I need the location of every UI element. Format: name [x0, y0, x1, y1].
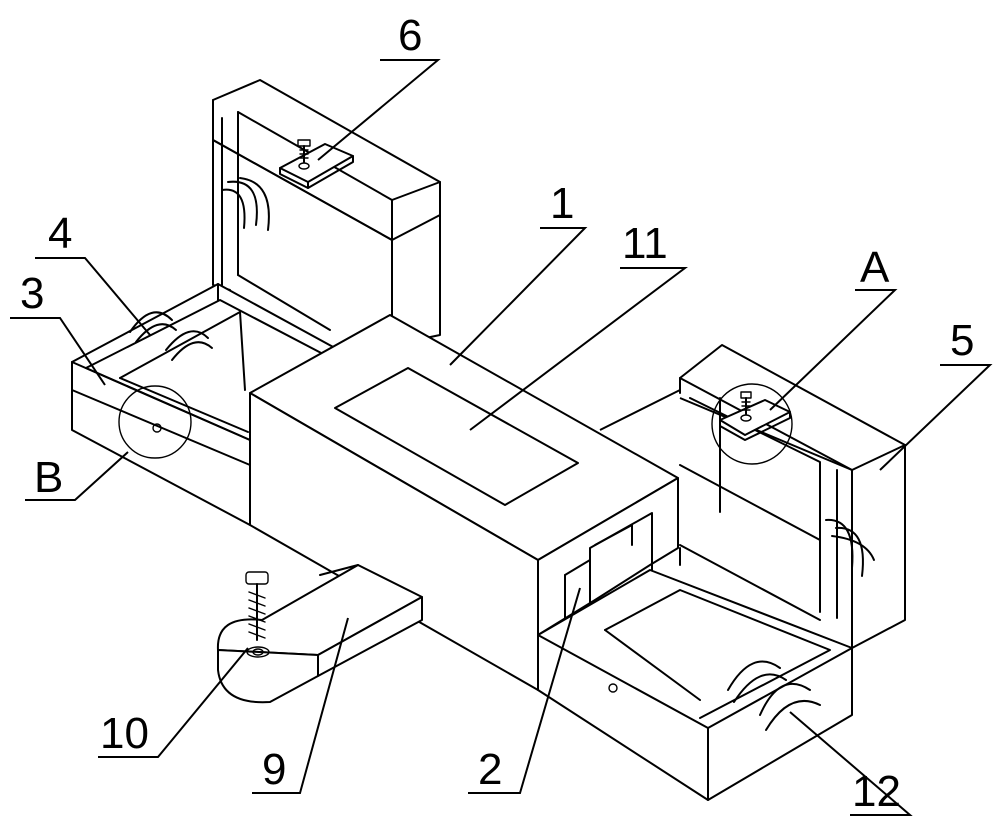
label-11: 11 [622, 219, 668, 268]
label-B: B [34, 453, 63, 502]
label-6: 6 [398, 11, 422, 60]
label-5: 5 [950, 316, 974, 365]
label-1: 1 [550, 179, 574, 228]
side-arm [216, 564, 423, 704]
label-A: A [860, 243, 890, 292]
part-labels: 6 4 3 1 11 A 5 B 10 9 2 12 [20, 11, 974, 816]
detail-circle-b [118, 385, 192, 459]
label-3: 3 [20, 269, 44, 318]
right-tray [537, 569, 853, 801]
central-body [249, 314, 679, 691]
detail-circle-a [711, 383, 793, 465]
label-10: 10 [100, 709, 149, 758]
label-12: 12 [852, 767, 901, 816]
label-2: 2 [478, 745, 502, 794]
label-4: 4 [48, 209, 72, 258]
label-9: 9 [262, 745, 286, 794]
leader-lines [10, 59, 993, 816]
screw-plate [279, 139, 354, 189]
